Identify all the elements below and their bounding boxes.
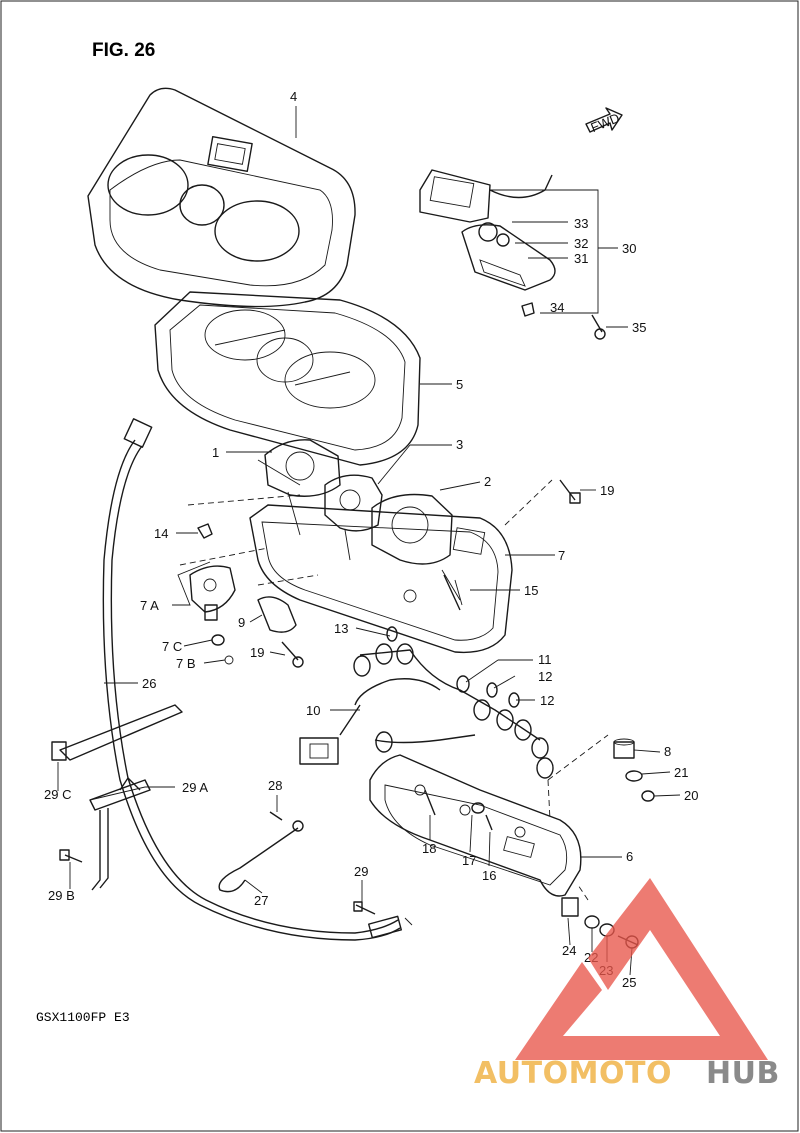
screw-28 <box>269 811 283 821</box>
label-p30: 30 <box>622 241 636 256</box>
screw-19-a <box>559 479 581 504</box>
meter-case <box>154 291 421 466</box>
cable-clamp-bracket <box>51 704 183 891</box>
alignment-lines <box>179 479 609 901</box>
label-p34: 34 <box>550 300 564 315</box>
wiring-harness <box>299 626 554 779</box>
grommet-8 <box>613 738 635 759</box>
collar-22 <box>584 915 600 929</box>
label-p7a: 7 A <box>140 598 159 613</box>
screw-35 <box>591 314 606 340</box>
grommet-24 <box>561 897 579 917</box>
label-p17: 17 <box>462 853 476 868</box>
watermark-text-primary: AUTOMOTO <box>474 1056 672 1091</box>
label-p9: 9 <box>238 615 245 630</box>
label-p12-a: 12 <box>538 669 552 684</box>
screw-15 <box>443 574 461 611</box>
label-p29c: 29 C <box>44 787 71 802</box>
label-p5: 5 <box>456 377 463 392</box>
label-p25: 25 <box>622 975 636 990</box>
nut-20 <box>641 790 655 802</box>
label-p31: 31 <box>574 251 588 266</box>
label-p10: 10 <box>306 703 320 718</box>
screw-29b <box>59 849 83 863</box>
watermark-logo: AUTOMOTO HUB <box>474 878 780 1091</box>
watermark-text-secondary: HUB <box>706 1056 780 1091</box>
label-p11: 11 <box>538 652 552 667</box>
label-p29b: 29 B <box>48 888 75 903</box>
label-p6: 6 <box>626 849 633 864</box>
fwd-marker-text: FWD <box>589 110 622 135</box>
label-p16: 16 <box>482 868 496 883</box>
label-p29: 29 <box>354 864 368 879</box>
label-p28: 28 <box>268 778 282 793</box>
label-p14: 14 <box>154 526 168 541</box>
collar-17 <box>471 802 485 814</box>
label-p7c: 7 C <box>162 639 182 654</box>
speedometer-cable <box>102 418 413 941</box>
label-p7b: 7 B <box>176 656 196 671</box>
fwd-arrow-icon: FWD <box>585 107 623 135</box>
screw-16 <box>485 814 493 831</box>
bracket-9 <box>257 596 297 633</box>
screw-34 <box>521 302 535 317</box>
label-p26: 26 <box>142 676 156 691</box>
label-p4: 4 <box>290 89 297 104</box>
label-p27: 27 <box>254 893 268 908</box>
part-labels: 4 5 1 3 2 19 7 15 14 7 A 9 7 C 19 7 B 13… <box>44 89 698 990</box>
label-p2: 2 <box>484 474 491 489</box>
ground-lead-27 <box>218 820 304 893</box>
label-p15: 15 <box>524 583 538 598</box>
label-p18: 18 <box>422 841 436 856</box>
screw-18 <box>424 789 436 816</box>
label-p29a: 29 A <box>182 780 208 795</box>
label-p7: 7 <box>558 548 565 563</box>
watermark-triangle-icon <box>515 878 768 1060</box>
screw-19-b <box>281 641 304 668</box>
screw-14 <box>197 523 213 539</box>
lcd-display-unit <box>419 169 556 291</box>
screw-29 <box>353 901 376 915</box>
label-p24: 24 <box>562 943 576 958</box>
meter-cover <box>87 87 356 308</box>
washer-21 <box>625 770 643 782</box>
speedometer-tachometer-assembly <box>257 439 453 565</box>
label-p21: 21 <box>674 765 688 780</box>
label-p3: 3 <box>456 437 463 452</box>
label-p32: 32 <box>574 236 588 251</box>
label-p35: 35 <box>632 320 646 335</box>
figure-title: FIG. 26 <box>92 40 155 61</box>
label-p12-b: 12 <box>540 693 554 708</box>
socket-7a <box>189 565 236 665</box>
label-p33: 33 <box>574 216 588 231</box>
back-plate <box>369 754 582 897</box>
label-p19-a: 19 <box>600 483 614 498</box>
label-p8: 8 <box>664 744 671 759</box>
label-p19-b: 19 <box>250 645 264 660</box>
model-code: GSX1100FP E3 <box>36 1010 130 1025</box>
label-p1: 1 <box>212 445 219 460</box>
label-p13: 13 <box>334 621 348 636</box>
label-p20: 20 <box>684 788 698 803</box>
